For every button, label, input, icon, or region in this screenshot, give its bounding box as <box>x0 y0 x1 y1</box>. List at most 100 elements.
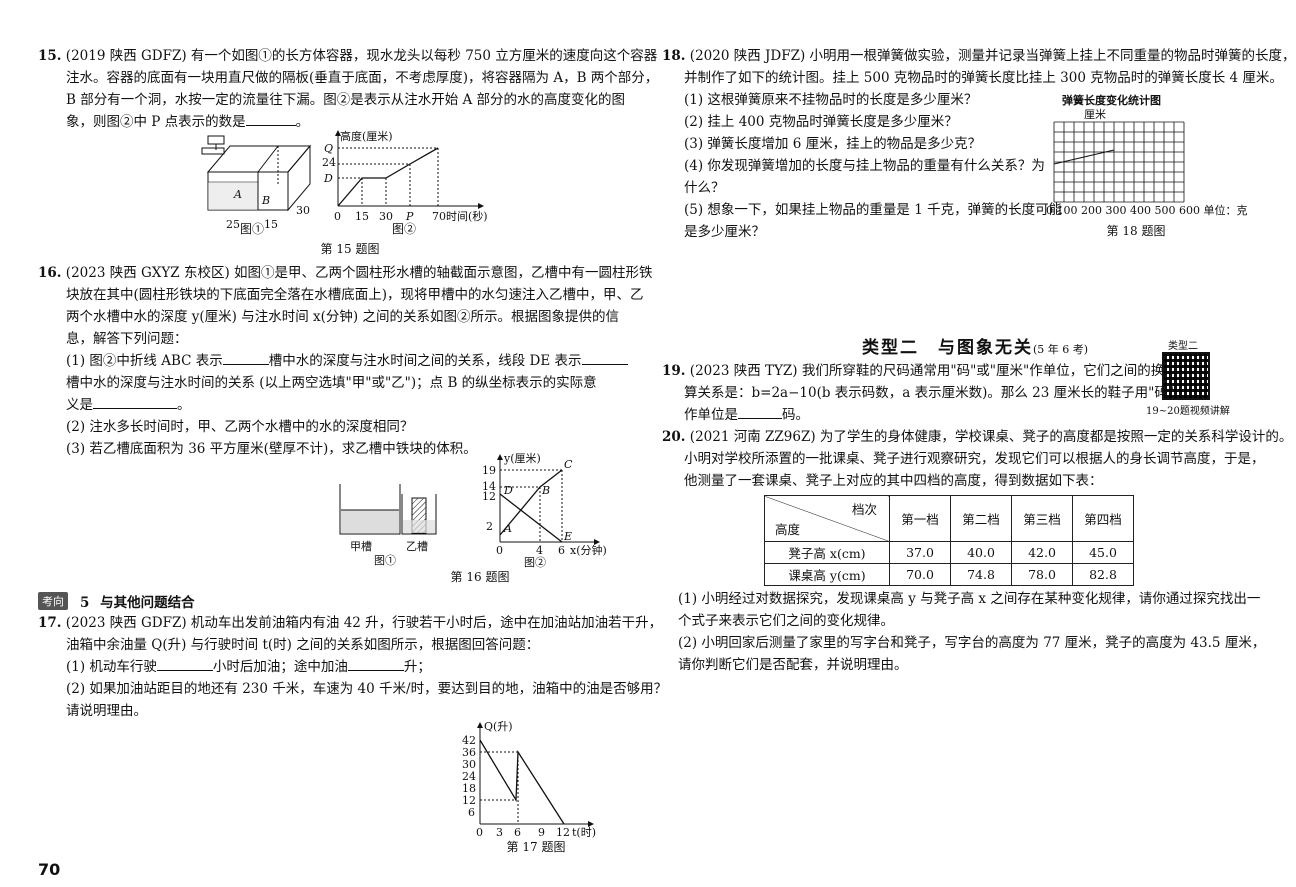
x-axis-label: x(分钟) <box>570 543 607 557</box>
question-text: 油箱中余油量 Q(升) 与行驶时间 t(时) 之间的关系如图所示，根据图回答问题… <box>66 637 540 653</box>
subquestion-text: (3) 若乙槽底面积为 36 平方厘米(壁厚不计)，求乙槽中铁块的体积。 <box>66 441 477 457</box>
subquestion-text: (1) 小明经过对数据探究，发现课桌高 y 与凳子高 x 之间存在某种变化规律，… <box>678 591 1261 607</box>
point-D: D <box>503 484 513 497</box>
question-text: 他测量了一套课桌、凳子上对应的其中四档的高度，得到数据如下表： <box>684 473 1103 489</box>
section-note: (5 年 6 考) <box>1033 343 1089 356</box>
x-tick: 4 <box>536 544 543 557</box>
qr-label: 类型二 <box>1168 341 1198 352</box>
question-text: (2023 陕西 GDFZ) 机动车出发前油箱内有油 42 升，行驶若干小时后，… <box>65 615 663 631</box>
x-tick: 3 <box>496 826 503 839</box>
question-text: 注水。容器的底面有一块用直尺做的隔板(垂直于底面，不考虑厚度)，将容器隔为 A，… <box>66 70 659 86</box>
question-text: 作单位是 <box>684 407 738 423</box>
spring-data-line <box>1053 149 1115 165</box>
subquestion-text: (1) 这根弹簧原来不挂物品时的长度是多少厘米？ <box>684 92 978 108</box>
y-tick: 24 <box>462 770 476 783</box>
faucet-pipe <box>201 147 225 155</box>
graph-line <box>337 147 439 207</box>
y-tick-24: 24 <box>322 156 336 169</box>
x-axis-labels: 0 100 200 300 400 500 600 单位：克 <box>1046 203 1247 217</box>
fig1-caption: 图① <box>374 554 396 567</box>
qr-caption: 19~20题视频讲解 <box>1146 406 1230 417</box>
table-cell: 45.0 <box>1072 541 1134 564</box>
y-tick: 2 <box>486 520 493 533</box>
punct: 。 <box>295 114 310 130</box>
faucet-handle <box>207 135 225 145</box>
label-B: B <box>261 194 270 207</box>
table-cell: 82.8 <box>1072 563 1134 586</box>
chart-unit: 厘米 <box>1084 108 1106 121</box>
question-text: 码。 <box>782 407 809 423</box>
tank-yi <box>401 494 437 535</box>
label-A: A <box>233 188 242 201</box>
q15-figure-2-graph: 高度(厘米) Q 24 D 0 15 30 P 70 时间(秒) <box>322 129 488 223</box>
topic-heading: 5 与其他问题结合 <box>80 591 195 611</box>
y-tick-D: D <box>323 172 333 185</box>
question-text: B 部分有一个洞，水按一定的流量往下漏。图②是表示从注水开始 A 部分的水的高度… <box>66 92 626 108</box>
table-cell: 42.0 <box>1011 541 1073 564</box>
subquestion-text: (2) 小明回家后测量了家里的写字台和凳子，写字台的高度为 77 厘米，凳子的高… <box>678 635 1266 651</box>
question-number: 20. <box>662 429 686 445</box>
subquestion-text: 小时后加油；途中加油 <box>212 659 348 675</box>
question-20-subquestions: (1) 小明经过对数据探究，发现课桌高 y 与凳子高 x 之间存在某种变化规律，… <box>678 588 1265 676</box>
table-header: 第三档 <box>1011 495 1073 542</box>
question-text: 算关系是：b=2a−10(b 表示码数，a 表示厘米数)。那么 23 厘米长的鞋… <box>684 385 1175 401</box>
chart-title: 弹簧长度变化统计图 <box>1062 93 1161 107</box>
answer-blank[interactable] <box>93 394 177 409</box>
qr-code-icon[interactable] <box>1162 352 1210 400</box>
q16-caption: 第 16 题图 <box>450 570 510 584</box>
subquestion-text: (1) 机动车行驶 <box>66 659 157 675</box>
answer-blank[interactable] <box>245 111 296 126</box>
subquestion-text: 是多少厘米？ <box>684 224 765 240</box>
fuel-line <box>479 739 565 825</box>
question-text: (2019 陕西 GDFZ) 有一个如图①的长方体容器，现水龙头以每秒 750 … <box>65 48 658 64</box>
question-text: (2023 陕西 TYZ) 我们所穿鞋的尺码通常用"码"或"厘米"作单位，它们之… <box>689 363 1165 379</box>
point-E: E <box>563 530 572 543</box>
subquestion-text: 什么？ <box>684 180 725 196</box>
question-16: 16. (2023 陕西 GXYZ 东校区) 如图①是甲、乙两个圆柱形水槽的轴截… <box>38 262 653 460</box>
row-label: 课桌高 y(cm) <box>764 563 890 586</box>
point-A: A <box>503 522 512 535</box>
y-axis-label: y(厘米) <box>503 452 541 465</box>
x-tick: 0 <box>334 210 341 223</box>
table-row: 课桌高 y(cm) 70.0 74.8 78.0 82.8 <box>764 563 1134 586</box>
answer-blank[interactable] <box>347 656 404 671</box>
subquestion-text: 请你判断它们是否配套，并说明理由。 <box>678 657 908 673</box>
x-tick: 70 <box>432 210 446 223</box>
table-header: 第二档 <box>950 495 1012 542</box>
y-axis-label: Q(升) <box>484 720 513 733</box>
question-19: 19. (2023 陕西 TYZ) 我们所穿鞋的尺码通常用"码"或"厘米"作单位… <box>662 360 1174 426</box>
x-tick: 6 <box>558 544 565 557</box>
question-text: 息，解答下列问题： <box>66 331 188 347</box>
x-tick: 12 <box>556 826 570 839</box>
y-tick: 12 <box>462 794 476 807</box>
question-text: 象，则图②中 P 点表示的数是 <box>66 114 246 130</box>
y-tick: 19 <box>482 464 496 477</box>
table-cell: 70.0 <box>889 563 951 586</box>
q15-fig2-caption: 图② <box>391 222 416 236</box>
q15-caption: 第 15 题图 <box>320 242 380 256</box>
subquestion-text: (1) 图②中折线 ABC 表示 <box>66 353 223 369</box>
subquestion-text: (4) 你发现弹簧增加的长度与挂上物品的重量有什么关系？为 <box>684 158 1045 174</box>
section-2-title: 类型二 与图象无关(5 年 6 考) <box>862 333 1088 358</box>
table-header: 第四档 <box>1072 495 1134 542</box>
x-tick: 30 <box>379 210 393 223</box>
q18-caption: 第 18 题图 <box>1106 224 1166 238</box>
table-cell: 37.0 <box>889 541 951 564</box>
q15-fig1-caption: 图① <box>239 222 264 236</box>
answer-blank[interactable] <box>222 350 269 365</box>
line-ABC <box>499 469 563 536</box>
question-number: 17. <box>38 615 62 631</box>
tank-yi-label: 乙槽 <box>406 540 428 553</box>
answer-blank[interactable] <box>581 350 628 365</box>
answer-blank[interactable] <box>156 656 213 671</box>
x-tick: 9 <box>538 826 545 839</box>
q16-figure-2-graph: y(厘米) 19 14 12 2 C D B A E 0 4 6 x(分钟) 图… <box>482 452 607 569</box>
answer-blank[interactable] <box>738 404 782 419</box>
subquestion-text: 请说明理由。 <box>66 703 147 719</box>
subquestion-text: (5) 想象一下，如果挂上物品的重量是 1 千克，弹簧的长度可能 <box>684 202 1063 218</box>
question-text: 并制作了如下的统计图。挂上 500 克物品时的弹簧长度比挂上 300 克物品时的… <box>684 70 1283 86</box>
subquestion-text: 升； <box>403 659 431 675</box>
q17-graph: Q(升) 42 36 30 24 18 12 6 0 3 6 9 12 t(时) <box>462 720 596 839</box>
q17-caption: 第 17 题图 <box>506 840 566 854</box>
subquestion-text: (2) 挂上 400 克物品时弹簧长度是多少厘米？ <box>684 114 958 130</box>
